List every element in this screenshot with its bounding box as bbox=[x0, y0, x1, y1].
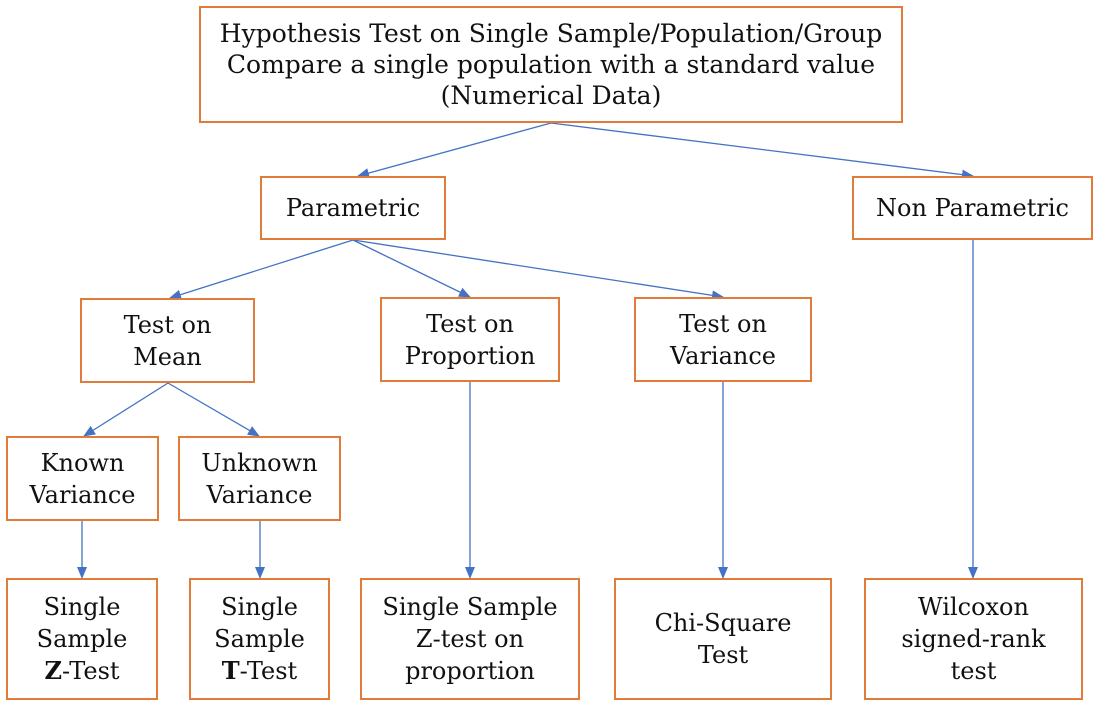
label-rest: -Test bbox=[61, 657, 120, 685]
arrow-parametric-to-mean bbox=[169, 239, 354, 300]
node-label-line: Known bbox=[40, 448, 125, 477]
node-test-on-variance: Test on Variance bbox=[634, 297, 812, 382]
node-label-line: Mean bbox=[133, 342, 202, 371]
node-label-line: Test bbox=[697, 641, 749, 669]
node-single-sample-t-test: Single Sample T-Test bbox=[189, 578, 330, 700]
arrow-root-to-parametric bbox=[357, 122, 552, 178]
arrow-mean-to-unknown bbox=[167, 382, 260, 437]
node-label-line: Wilcoxon bbox=[918, 593, 1029, 621]
node-label-line: Single bbox=[43, 593, 121, 621]
node-label-line: Z-test on bbox=[415, 625, 525, 653]
node-label-line: Variance bbox=[206, 480, 313, 509]
node-chi-square-test: Chi-Square Test bbox=[614, 578, 832, 700]
node-label-line: Variance bbox=[670, 341, 776, 370]
arrow-parametric-to-variance bbox=[352, 239, 724, 301]
node-label-line: Chi-Square bbox=[654, 609, 792, 637]
label-rest: -Test bbox=[239, 657, 298, 685]
node-test-on-mean: Test on Mean bbox=[80, 298, 255, 383]
node-label-line: Sample bbox=[36, 625, 128, 653]
node-label-line: test bbox=[950, 657, 997, 685]
root-data-type: (Numerical Data) bbox=[440, 81, 662, 110]
root-node-hypothesis-test: Hypothesis Test on Single Sample/Populat… bbox=[199, 6, 903, 123]
node-z-test-on-proportion: Single Sample Z-test on proportion bbox=[360, 578, 580, 700]
node-label: Non Parametric bbox=[876, 194, 1069, 222]
node-label-line: Variance bbox=[29, 480, 136, 509]
bold-letter: Z bbox=[44, 656, 62, 685]
node-label-line: proportion bbox=[405, 657, 535, 685]
arrow-root-to-non-parametric bbox=[550, 122, 974, 180]
bold-letter: T bbox=[221, 656, 240, 685]
node-known-variance: Known Variance bbox=[6, 436, 159, 521]
node-label: Parametric bbox=[285, 194, 421, 222]
node-label-line: Single bbox=[221, 593, 298, 621]
root-subtitle: Compare a single population with a stand… bbox=[226, 50, 876, 79]
node-label-line: Sample bbox=[214, 625, 305, 653]
node-label-line: Proportion bbox=[404, 341, 536, 370]
node-label-line: Test on bbox=[426, 309, 514, 338]
node-label-line: T-Test bbox=[222, 655, 297, 687]
node-wilcoxon-signed-rank-test: Wilcoxon signed-rank test bbox=[864, 578, 1083, 700]
node-label-line: Test on bbox=[679, 309, 767, 338]
node-single-sample-z-test: Single Sample Z-Test bbox=[6, 578, 158, 700]
node-label-line: Z-Test bbox=[44, 655, 119, 687]
node-label-line: Single Sample bbox=[382, 593, 558, 621]
node-label-line: signed-rank bbox=[901, 625, 1046, 653]
arrow-parametric-to-proportion bbox=[352, 239, 471, 298]
node-label-line: Unknown bbox=[201, 448, 318, 477]
node-test-on-proportion: Test on Proportion bbox=[380, 297, 560, 382]
arrow-mean-to-known bbox=[83, 382, 169, 437]
node-non-parametric: Non Parametric bbox=[852, 176, 1093, 240]
root-title: Hypothesis Test on Single Sample/Populat… bbox=[219, 19, 883, 48]
node-parametric: Parametric bbox=[260, 176, 446, 240]
node-unknown-variance: Unknown Variance bbox=[178, 436, 341, 521]
node-label-line: Test on bbox=[123, 310, 212, 339]
